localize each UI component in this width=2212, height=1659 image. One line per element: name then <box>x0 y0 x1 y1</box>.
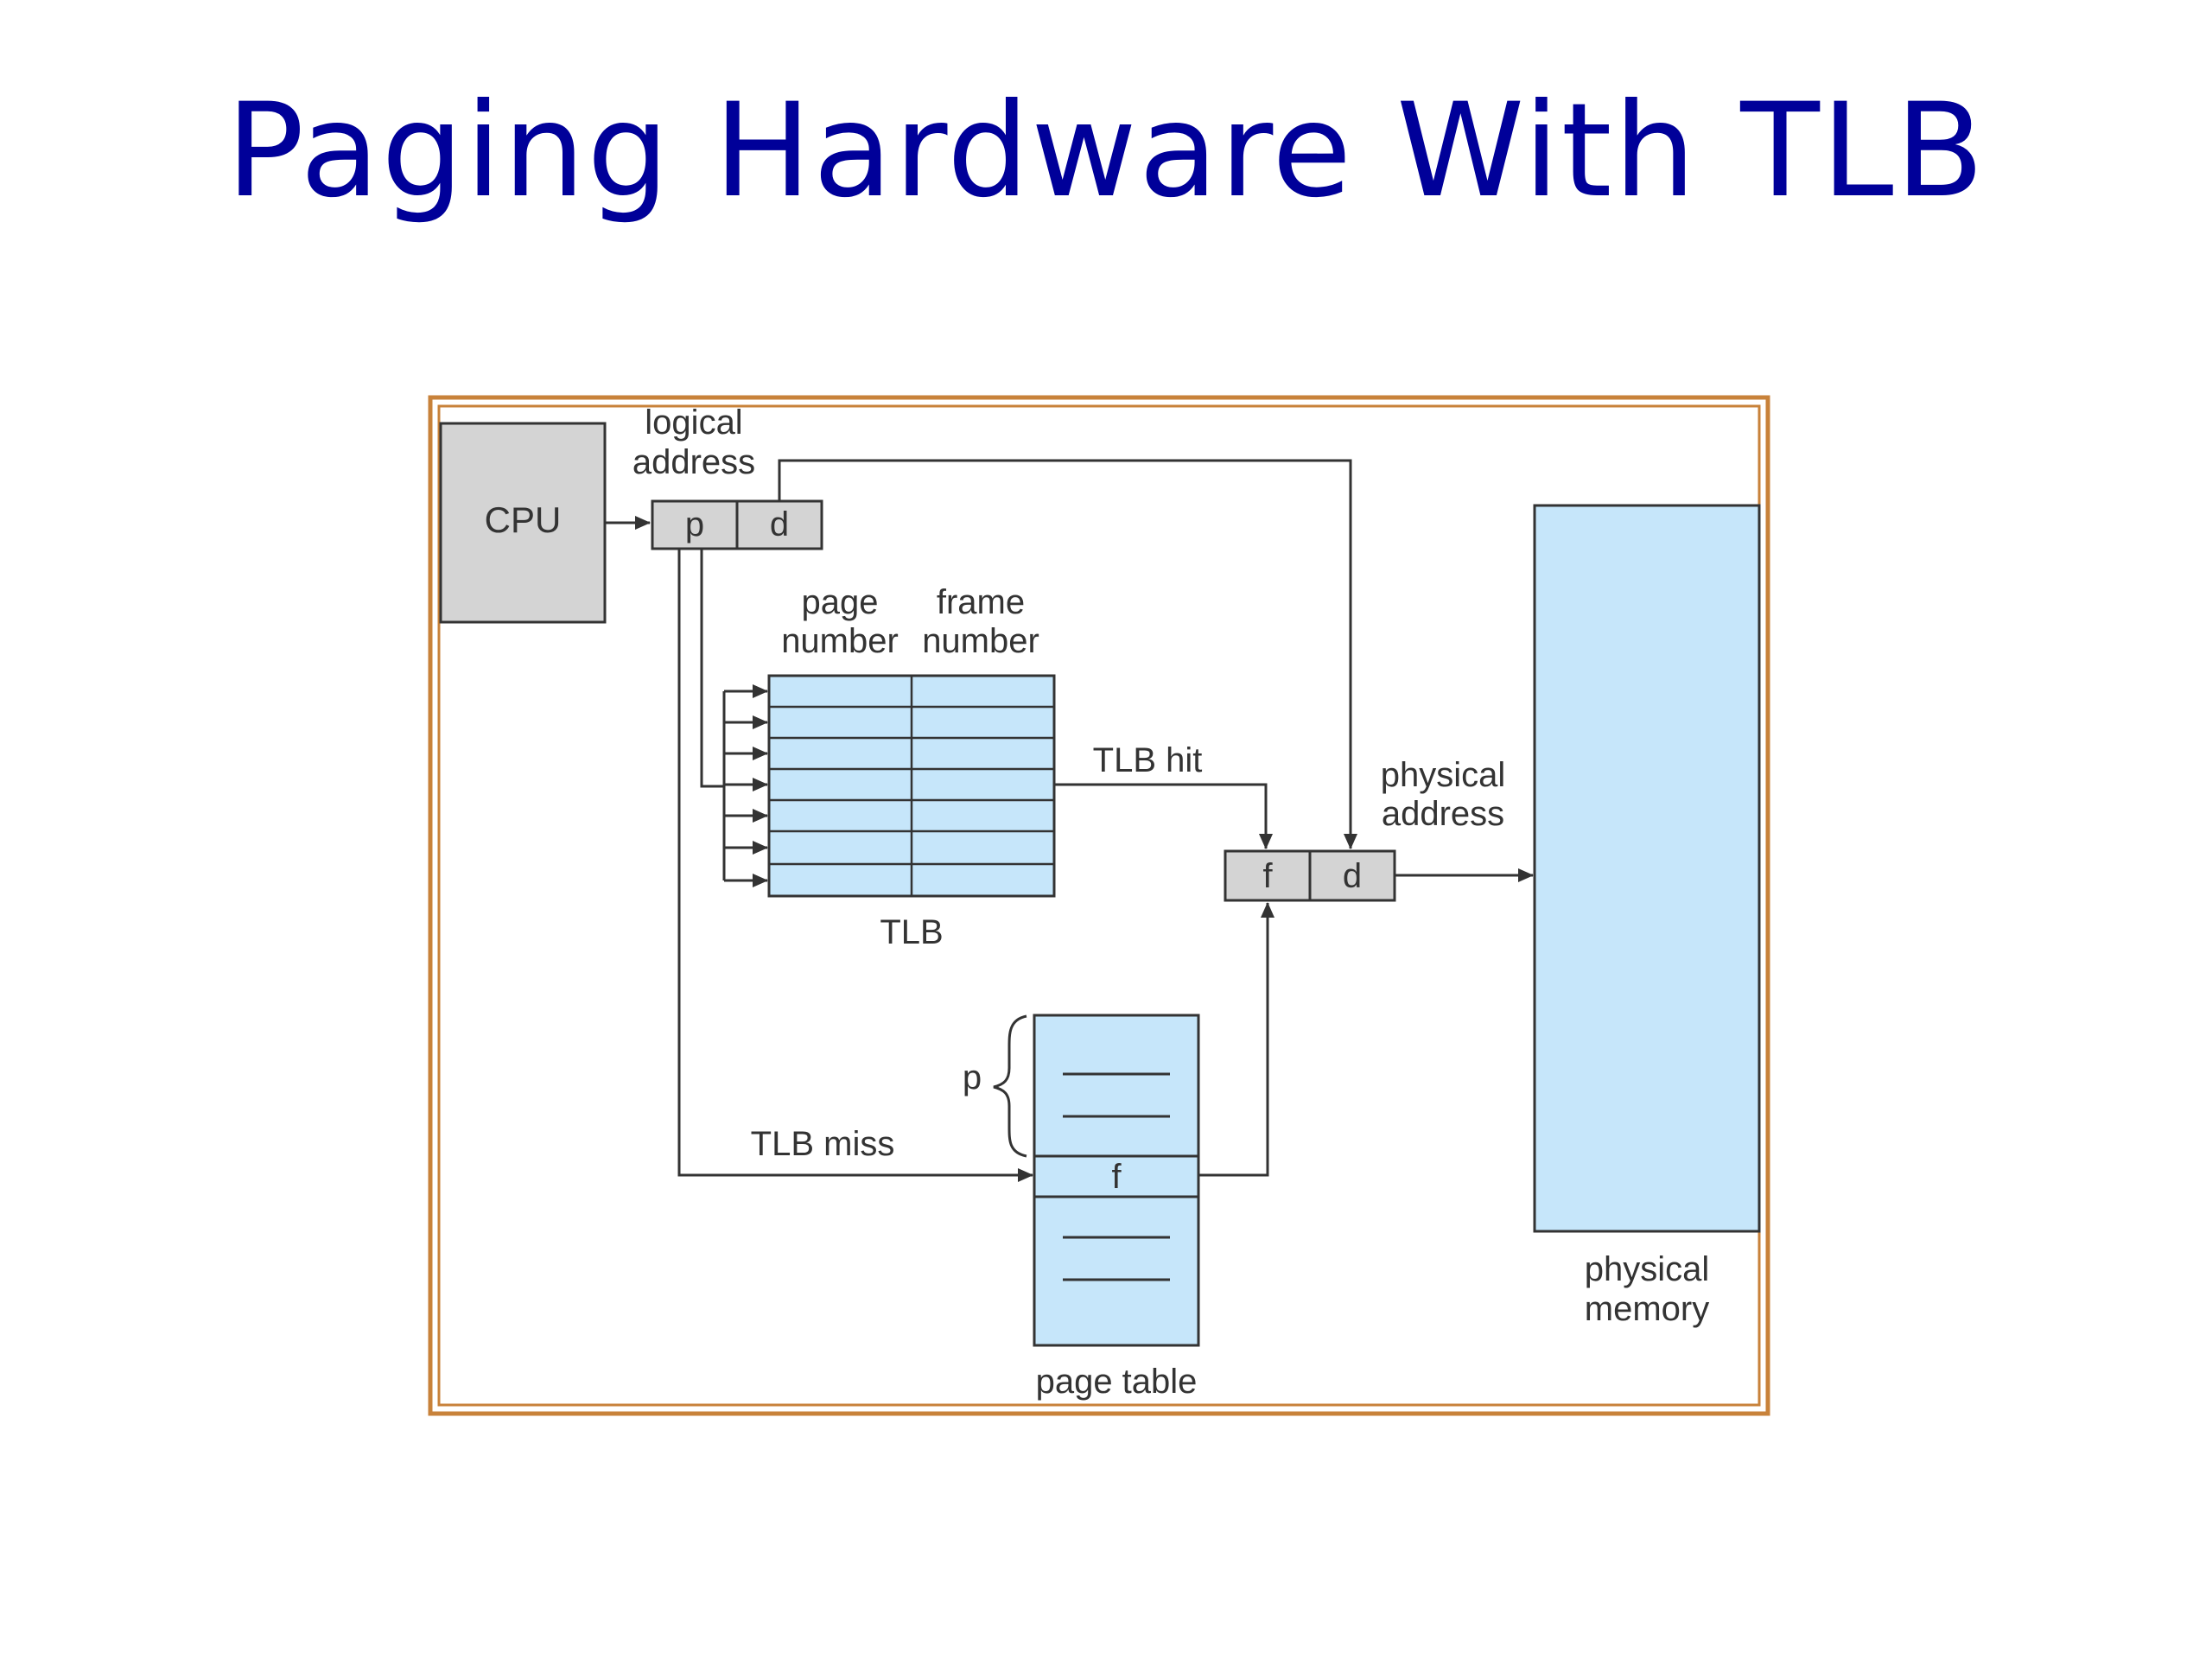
tlb-label: TLB <box>880 913 943 951</box>
tlb-header-page-line1: page <box>802 583 879 621</box>
logical-address-label-line2: address <box>632 443 755 481</box>
tlb-miss-label: TLB miss <box>751 1125 895 1163</box>
tlb-header-page-line2: number <box>781 622 899 660</box>
tlb-header-frame-line2: number <box>922 622 1039 660</box>
logical-address-d-cell <box>735 499 823 550</box>
physical-memory-label-line1: physical <box>1585 1250 1710 1288</box>
physical-address-f-label: f <box>1262 857 1273 895</box>
physical-address-label-line2: address <box>1382 795 1504 833</box>
tlb-table <box>767 674 1056 898</box>
slide-title: Paging Hardware With TLB <box>226 76 1986 226</box>
tlb-hit-line <box>1054 783 1273 849</box>
page-table <box>1033 1014 1200 1347</box>
tlb-miss-line <box>677 549 1033 1182</box>
cpu-box <box>439 422 607 624</box>
physical-address-d-label: d <box>1343 857 1362 895</box>
physical-address-f-cell <box>1224 849 1312 902</box>
cpu-label: CPU <box>485 499 562 540</box>
offset-route-line <box>778 459 1357 849</box>
page-table-to-physical-address-line <box>1198 902 1274 1177</box>
page-table-brace-p-label: p <box>963 1058 982 1096</box>
physical-memory-label-line2: memory <box>1585 1290 1709 1328</box>
tlb-header-frame-line1: frame <box>937 583 1025 621</box>
page-table-label: page table <box>1036 1363 1198 1401</box>
tlb-hit-label: TLB hit <box>1093 741 1203 779</box>
physical-address-label-line1: physical <box>1381 756 1506 794</box>
page-table-brace <box>993 1014 1027 1158</box>
page-table-body <box>1033 1014 1200 1347</box>
page-table-entry-f-label: f <box>1111 1158 1122 1196</box>
page-number-to-tlb-line <box>700 549 724 788</box>
logical-address-p-label: p <box>685 505 704 543</box>
logical-address-d-label: d <box>770 505 789 543</box>
diagram-frame-outer <box>428 395 1770 1416</box>
physical-address-d-cell <box>1308 849 1396 902</box>
physical-memory-block <box>1533 504 1761 1233</box>
logical-address-label-line1: logical <box>645 404 742 442</box>
